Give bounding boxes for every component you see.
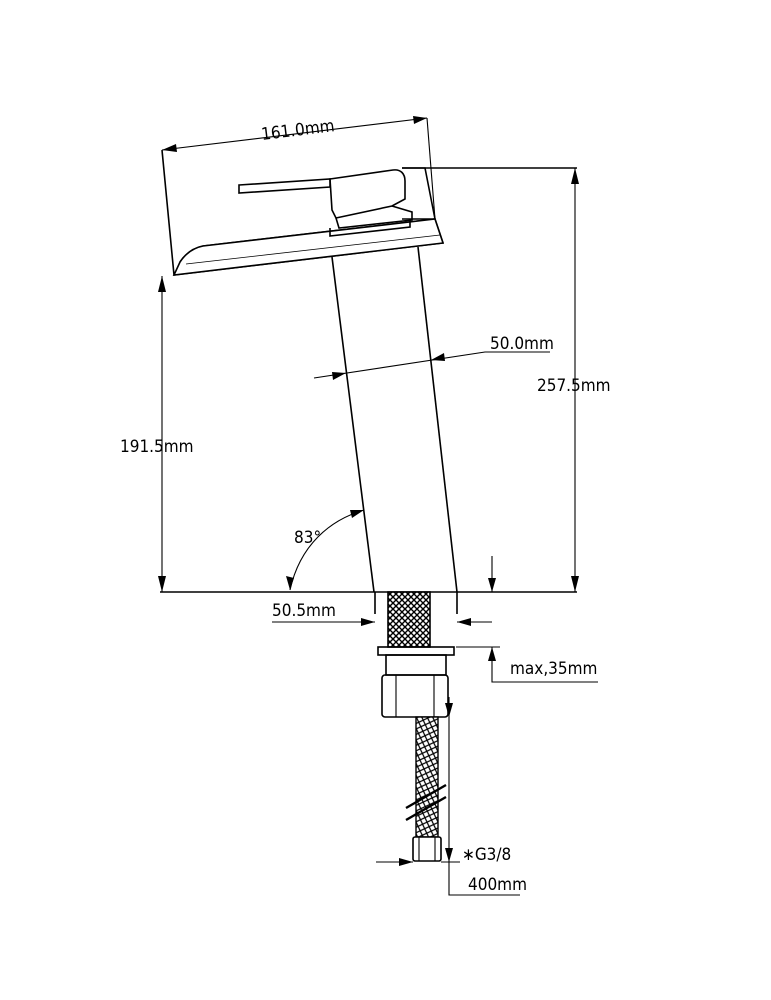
braided-hose — [405, 716, 447, 862]
label-base-width: 50.5mm — [272, 601, 336, 621]
faucet-head — [161, 149, 577, 276]
label-angle: 83° — [294, 528, 321, 548]
dim-base-width — [272, 618, 492, 626]
threaded-stud — [387, 591, 431, 648]
label-thread: ∗G3/8 — [462, 845, 511, 865]
dim-body-width — [313, 351, 550, 380]
dim-angle — [286, 509, 365, 591]
label-max-thickness: max,35mm — [510, 659, 597, 679]
label-spout-length: 161.0mm — [260, 116, 335, 145]
mounting-nut — [377, 646, 455, 718]
label-total-height: 257.5mm — [537, 376, 611, 396]
label-spout-height: 191.5mm — [120, 437, 194, 457]
dim-hose — [376, 697, 520, 896]
label-body-width: 50.0mm — [490, 334, 554, 354]
dim-spout-length — [161, 116, 436, 220]
dim-spout-height — [158, 276, 166, 592]
faucet-column — [331, 246, 458, 593]
lever-handle — [238, 169, 413, 237]
dim-max-thickness — [456, 556, 598, 683]
label-hose-length: 400mm — [468, 875, 527, 895]
dim-total-height — [571, 168, 579, 592]
